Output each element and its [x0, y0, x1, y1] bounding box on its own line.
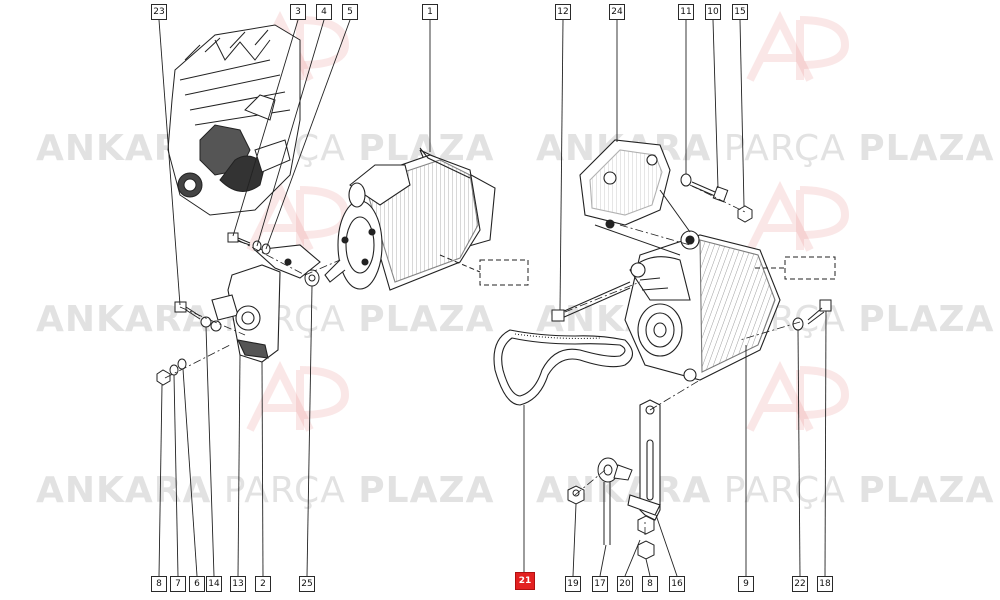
starter-motor-part-1	[324, 147, 496, 291]
callout-22[interactable]: 22	[792, 576, 808, 592]
callout-10[interactable]: 10	[705, 4, 721, 20]
callout-6[interactable]: 6	[189, 576, 205, 592]
callout-24[interactable]: 24	[609, 4, 625, 20]
right-top-fasteners	[680, 173, 753, 223]
right-bottom-fasteners	[567, 299, 832, 560]
callout-4[interactable]: 4	[316, 4, 332, 20]
starter-reference-box	[479, 259, 529, 286]
callout-3[interactable]: 3	[290, 4, 306, 20]
tension-bolt-part-17	[597, 457, 633, 545]
callout-15[interactable]: 15	[732, 4, 748, 20]
callout-2[interactable]: 2	[255, 576, 271, 592]
callout-25[interactable]: 25	[299, 576, 315, 592]
adjusting-bracket-part-16	[627, 399, 661, 521]
watermark-row-1-right: ANKARA PARÇA PLAZA	[536, 128, 995, 169]
callout-23[interactable]: 23	[151, 4, 167, 20]
callout-18[interactable]: 18	[817, 576, 833, 592]
callout-16[interactable]: 16	[669, 576, 685, 592]
callout-7[interactable]: 7	[170, 576, 186, 592]
ap-logo-watermark	[246, 11, 850, 432]
assembly-axis-lines	[164, 184, 801, 535]
callout-14[interactable]: 14	[206, 576, 222, 592]
callout-11[interactable]: 11	[678, 4, 694, 20]
alternator-reference-box	[784, 256, 836, 280]
callout-8-right[interactable]: 8	[642, 576, 658, 592]
watermark-row-3-left: ANKARA PARÇA PLAZA	[36, 470, 495, 511]
callout-20[interactable]: 20	[617, 576, 633, 592]
alternator-part-9	[624, 230, 781, 382]
starter-bracket-part-2	[211, 244, 321, 363]
callout-leader-lines	[158, 19, 827, 577]
callout-9[interactable]: 9	[738, 576, 754, 592]
callout-12[interactable]: 12	[555, 4, 571, 20]
v-belt-part-21	[493, 329, 634, 406]
watermark-row-3-right: ANKARA PARÇA PLAZA	[536, 470, 995, 511]
callout-8[interactable]: 8	[151, 576, 167, 592]
callout-13[interactable]: 13	[230, 576, 246, 592]
engine-block-illustration	[167, 24, 301, 216]
callout-19[interactable]: 19	[565, 576, 581, 592]
callout-21-selected[interactable]: 21	[515, 572, 535, 590]
alternator-bracket-part-24	[579, 139, 671, 229]
callout-1[interactable]: 1	[422, 4, 438, 20]
callout-5[interactable]: 5	[342, 4, 358, 20]
callout-17[interactable]: 17	[592, 576, 608, 592]
long-bolt-part-12	[551, 281, 631, 322]
